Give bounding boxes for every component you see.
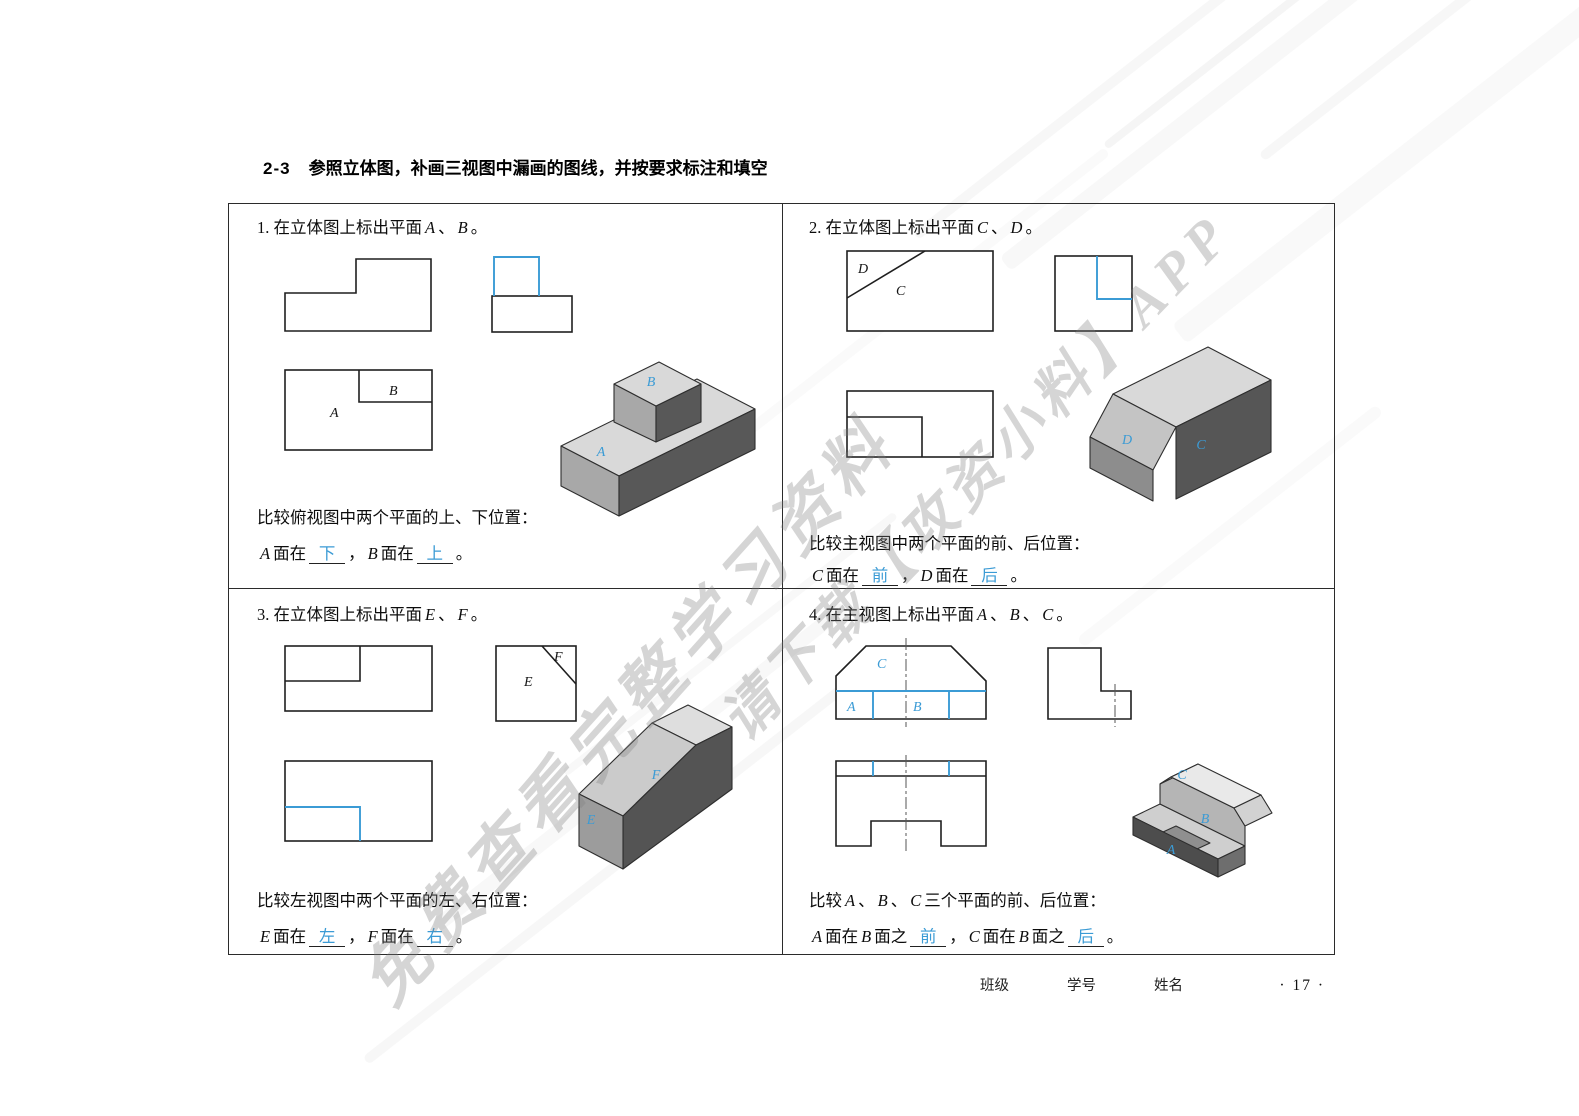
iso-label-C: C xyxy=(1177,768,1187,783)
iso-label-F: F xyxy=(651,768,661,783)
front-face xyxy=(1175,379,1272,500)
isometric-drawing: B A xyxy=(560,361,756,517)
plane-label-F: F xyxy=(553,650,563,665)
top-view-drawing: B A xyxy=(284,369,433,451)
front-face xyxy=(578,793,624,870)
missing-line-blue xyxy=(493,256,540,296)
missing-line-blue xyxy=(1096,256,1132,300)
plane-label-E: E xyxy=(523,675,533,690)
page-footer: 班级 学号 姓名 · 17 · xyxy=(980,974,1325,995)
plane-label-C: C xyxy=(877,657,887,672)
top-view-drawing xyxy=(846,390,994,458)
iso-label-B: B xyxy=(647,375,656,390)
name-label: 姓名 xyxy=(1154,978,1183,994)
top-view-inner-lines xyxy=(285,646,361,682)
side-view-drawing xyxy=(1047,647,1132,727)
iso-label-B: B xyxy=(1201,812,1210,827)
side-view-drawing xyxy=(491,256,573,333)
plane-label-B: B xyxy=(389,384,398,399)
front-view-drawing: C A B xyxy=(835,638,987,727)
iso-label-A: A xyxy=(596,445,606,460)
background-streak xyxy=(1103,0,1447,150)
problem-1-compare: 比较俯视图中两个平面的上、下位置： xyxy=(257,508,538,527)
plane-label-A: A xyxy=(846,700,856,715)
base-right-face xyxy=(1217,845,1246,878)
student-id-label: 学号 xyxy=(1067,978,1096,994)
side-view-outline xyxy=(491,295,573,333)
plane-label-A: A xyxy=(329,406,339,421)
front-view-drawing xyxy=(284,258,432,332)
background-streak xyxy=(1258,0,1502,162)
side-view-drawing: F E xyxy=(495,645,577,722)
right-chamfer-face xyxy=(1233,794,1273,827)
front-view-outline xyxy=(284,760,433,842)
side-view-outline xyxy=(1047,647,1132,720)
plane-label-C: C xyxy=(896,284,906,299)
iso-label-E: E xyxy=(586,813,596,828)
iso-label-A: A xyxy=(1166,843,1176,858)
top-view-drawing xyxy=(284,645,433,712)
left-face xyxy=(1089,436,1154,502)
class-label: 班级 xyxy=(980,978,1009,994)
small-box-top-face xyxy=(613,361,702,407)
plane-label-B: B xyxy=(913,700,922,715)
side-view-drawing xyxy=(1054,255,1133,332)
side-view-outline xyxy=(1054,255,1133,332)
exercise-heading: 2-3 参照立体图，补画三视图中漏画的图线，并按要求标注和填空 xyxy=(263,154,768,179)
problem-3-compare: 比较左视图中两个平面的左、右位置： xyxy=(257,891,538,910)
isometric-drawing: C B A xyxy=(1132,763,1273,878)
top-view-outline xyxy=(846,390,994,458)
top-view-outline xyxy=(835,760,987,847)
diagonal-edge xyxy=(846,250,926,299)
top-view-drawing xyxy=(835,755,987,851)
front-view-drawing: D C xyxy=(846,250,994,332)
front-view-outline xyxy=(835,645,987,720)
top-view-outline xyxy=(284,645,433,712)
exercise-title: 参照立体图，补画三视图中漏画的图线，并按要求标注和填空 xyxy=(308,159,768,178)
missing-line-blue xyxy=(285,806,361,841)
isometric-drawing: E F xyxy=(578,704,733,870)
front-view-outline xyxy=(846,250,994,332)
isometric-drawing: D C xyxy=(1089,346,1272,502)
diagonal-edge xyxy=(541,645,577,685)
top-view-inner-lines xyxy=(847,416,923,457)
problem-2-compare: 比较主视图中两个平面的前、后位置： xyxy=(809,534,1090,553)
exercise-number: 2-3 xyxy=(263,159,291,178)
iso-label-D: D xyxy=(1121,433,1132,448)
front-view-drawing xyxy=(284,760,433,842)
page-number: · 17 · xyxy=(1279,977,1325,994)
front-view-outline xyxy=(284,258,432,332)
top-view-inner-lines xyxy=(358,370,432,403)
plane-label-D: D xyxy=(857,262,868,277)
iso-label-C: C xyxy=(1196,438,1206,453)
side-view-outline xyxy=(495,645,577,722)
right-face xyxy=(618,408,756,517)
